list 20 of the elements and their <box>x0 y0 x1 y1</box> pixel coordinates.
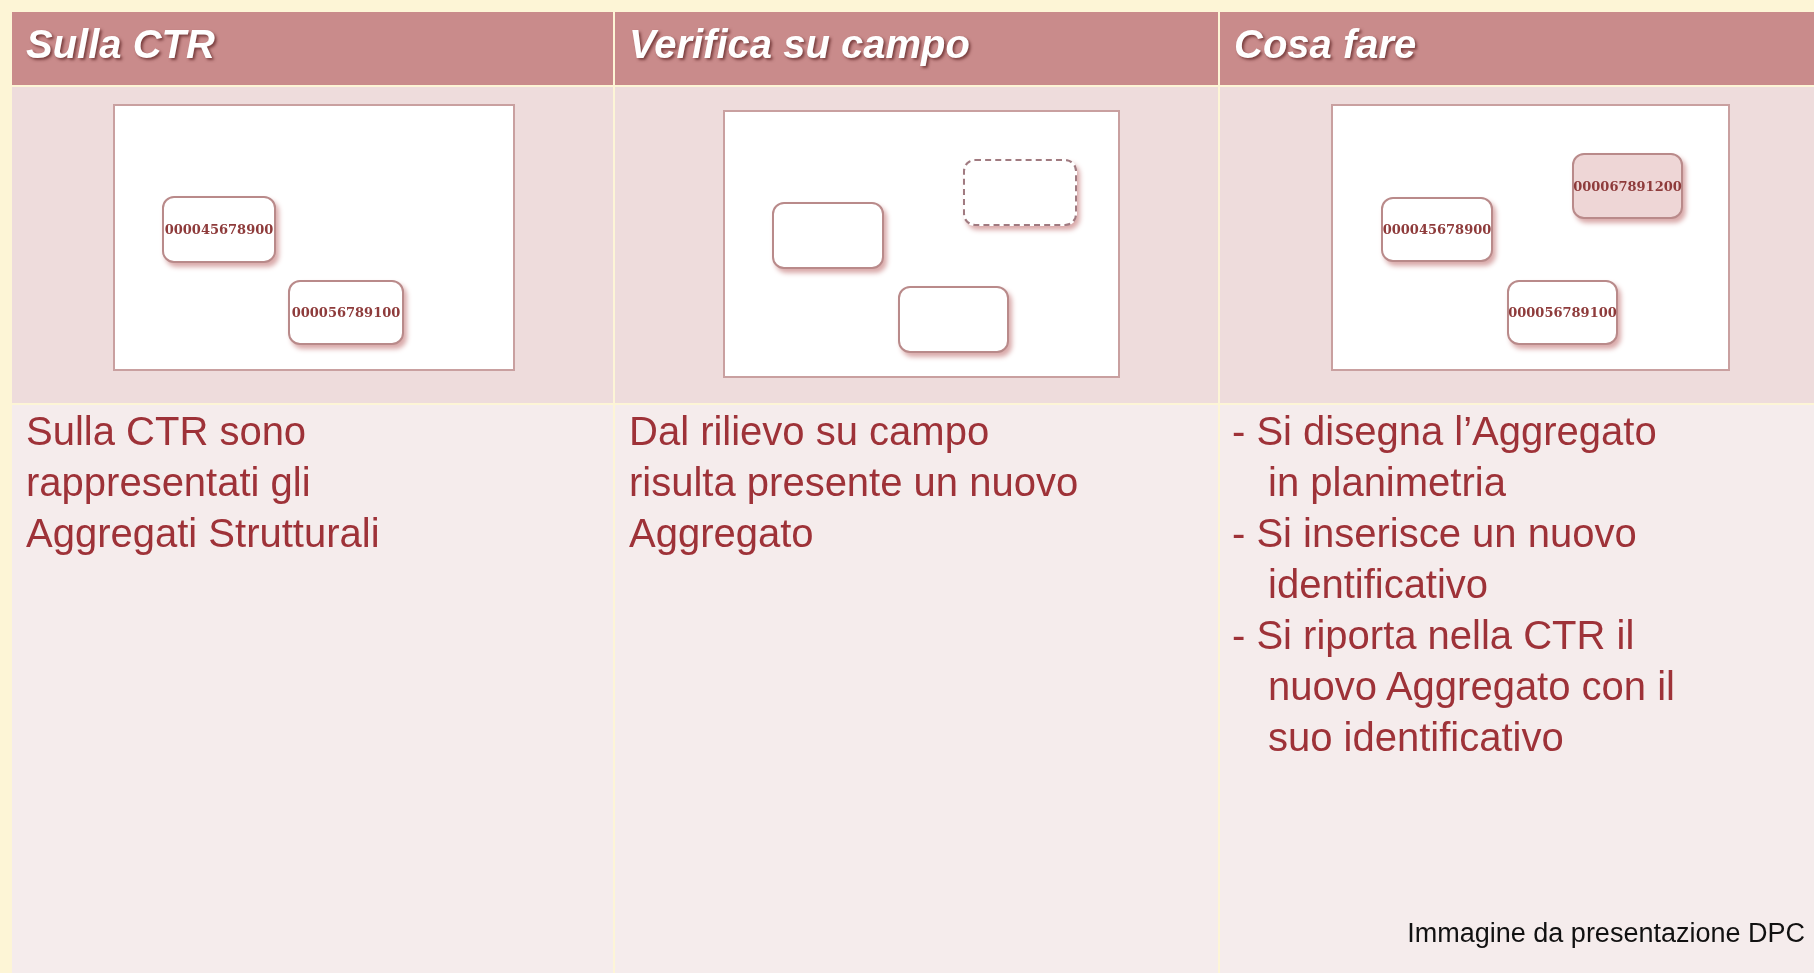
list-item: - Si riporta nella CTR il nuovo Aggregato con il suo identificativo <box>1232 612 1676 761</box>
building-box: 000056789100 <box>1507 280 1618 345</box>
building-box <box>898 286 1009 353</box>
cell-text: Dal rilievo su campo risulta presente un nuovo Aggregato <box>629 408 1080 557</box>
building-box <box>963 159 1077 226</box>
map-panel <box>723 110 1120 378</box>
building-box: 000045678900 <box>1381 197 1493 262</box>
list-item: - Si inserisce un nuovo identificativo <box>1232 510 1638 608</box>
building-box: 000067891200 <box>1572 153 1683 219</box>
list-item: - Si disegna l’Aggregato in planimetria <box>1232 408 1658 506</box>
map-panel <box>113 104 515 371</box>
column-header: Cosa fare <box>1220 12 1814 85</box>
source-note: Immagine da presentazione DPC <box>1406 918 1805 949</box>
building-box: 000056789100 <box>288 280 404 345</box>
column-header: Sulla CTR <box>12 12 613 85</box>
building-box <box>772 202 884 269</box>
building-box: 000045678900 <box>162 196 276 263</box>
column-header: Verifica su campo <box>615 12 1218 85</box>
map-panel <box>1331 104 1730 371</box>
cell-text: Sulla CTR sono rappresentati gli Aggregati Strutturali <box>26 408 381 557</box>
